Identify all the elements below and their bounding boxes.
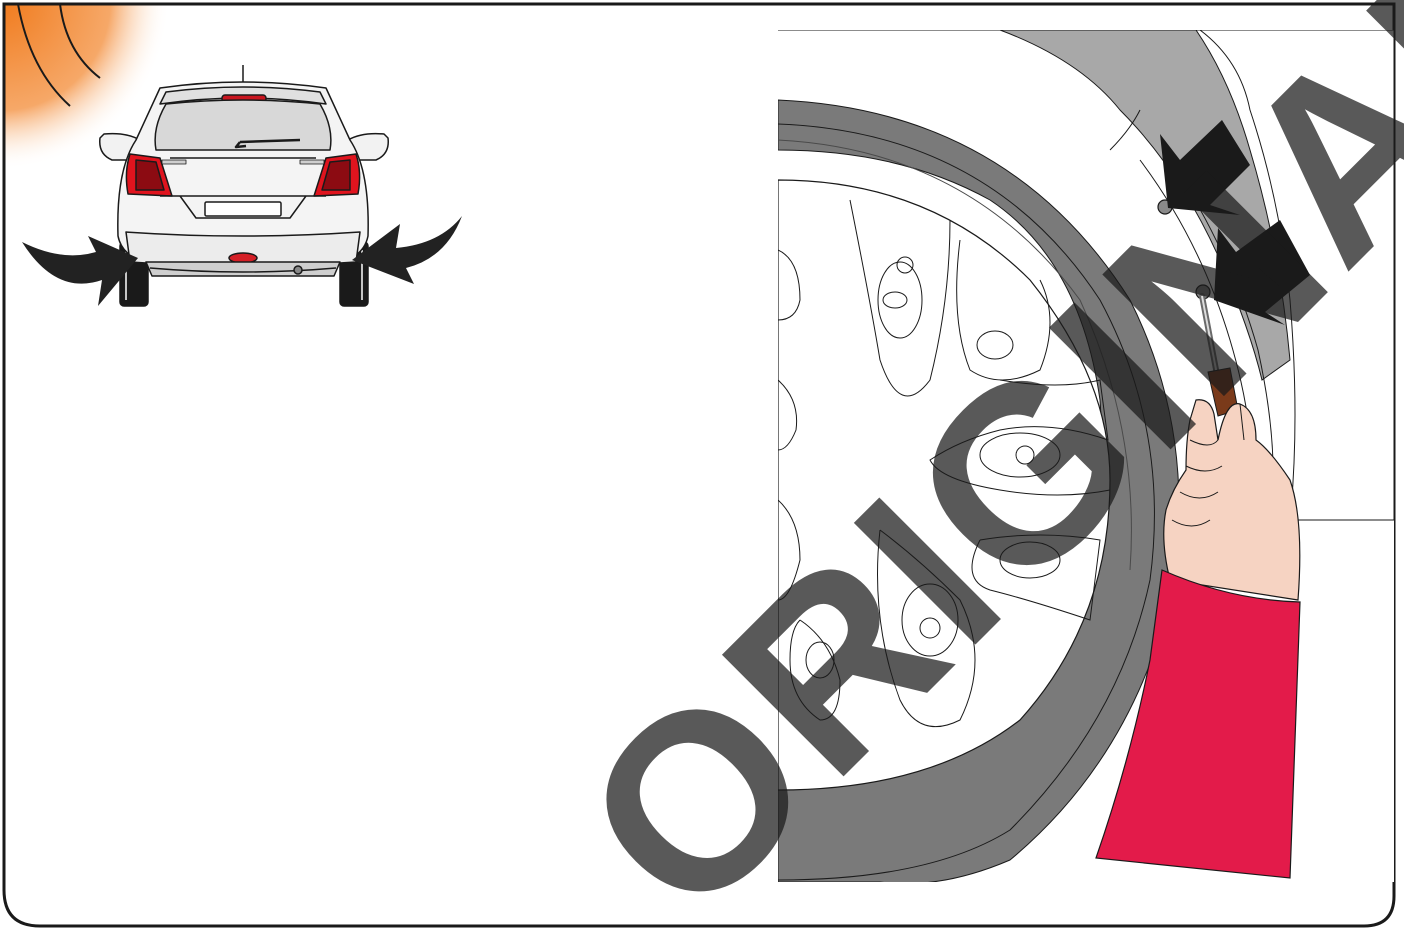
installation-illustration: ORIGINAL bbox=[0, 0, 1404, 931]
